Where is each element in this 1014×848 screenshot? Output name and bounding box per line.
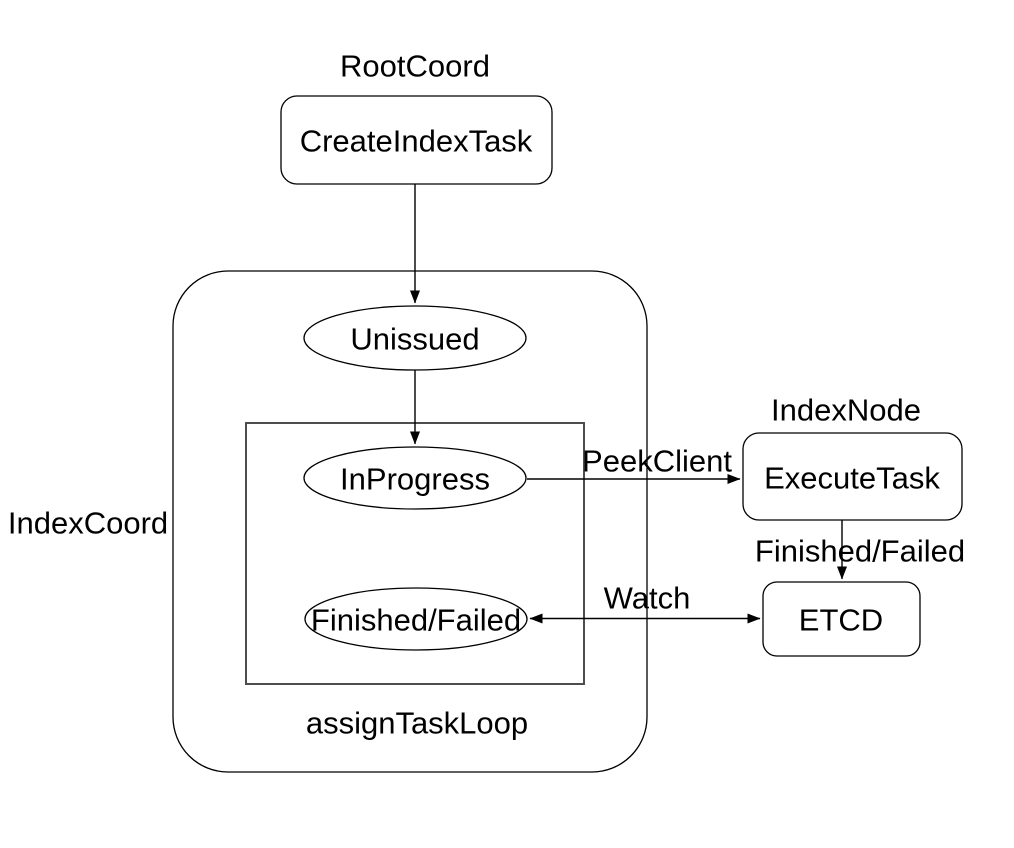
finished-failed-state-label: Finished/Failed [311, 603, 521, 638]
finished-failed-edge-label: Finished/Failed [755, 534, 965, 569]
index-coord-label: IndexCoord [8, 506, 168, 541]
create-index-task-label: CreateIndexTask [300, 124, 533, 159]
create-index-task-node [280, 95, 553, 185]
assign-task-loop-label: assignTaskLoop [306, 706, 528, 741]
index-coord-container [172, 270, 648, 773]
execute-task-node [742, 432, 963, 521]
root-coord-label: RootCoord [340, 49, 490, 84]
peek-client-edge-label: PeekClient [582, 444, 732, 479]
index-node-label: IndexNode [771, 393, 921, 428]
etcd-node [762, 581, 921, 657]
watch-edge-label: Watch [604, 581, 691, 616]
execute-task-label: ExecuteTask [764, 461, 940, 496]
etcd-label: ETCD [799, 603, 883, 638]
unissued-label: Unissued [350, 322, 479, 357]
in-progress-state [303, 446, 527, 510]
finished-failed-state [304, 587, 528, 651]
unissued-state [303, 305, 527, 371]
in-progress-label: InProgress [340, 462, 490, 497]
